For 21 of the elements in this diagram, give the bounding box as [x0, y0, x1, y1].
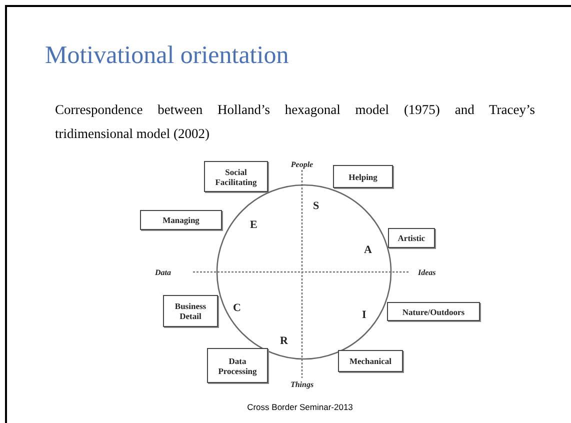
- axis-label: People: [290, 160, 314, 169]
- axis-label: Data: [155, 268, 171, 277]
- category-box: Managing: [140, 210, 222, 230]
- category-box: Helping: [333, 165, 393, 188]
- category-box: Social Facilitating: [204, 161, 268, 192]
- category-box: Nature/Outdoors: [387, 302, 480, 321]
- type-letter: R: [280, 335, 288, 347]
- intro-paragraph: Correspondence between Holland’s hexagonal model (1975) and Tracey’s tridimensional model (2002): [55, 101, 535, 143]
- type-letter: E: [250, 219, 258, 231]
- axis-label: Things: [290, 380, 314, 389]
- type-letter: C: [233, 302, 241, 314]
- type-letter: I: [362, 309, 366, 321]
- type-letter: A: [364, 244, 372, 256]
- category-box: Business Detail: [163, 295, 218, 327]
- category-box: Artistic: [388, 228, 435, 248]
- category-box: Data Processing: [207, 348, 268, 383]
- category-box: Mechanical: [338, 350, 403, 372]
- footer-text: Cross Border Seminar-2013: [247, 402, 353, 412]
- axis-label: Ideas: [418, 268, 436, 277]
- slide-title: Motivational orientation: [45, 42, 289, 70]
- type-letter: S: [313, 200, 320, 212]
